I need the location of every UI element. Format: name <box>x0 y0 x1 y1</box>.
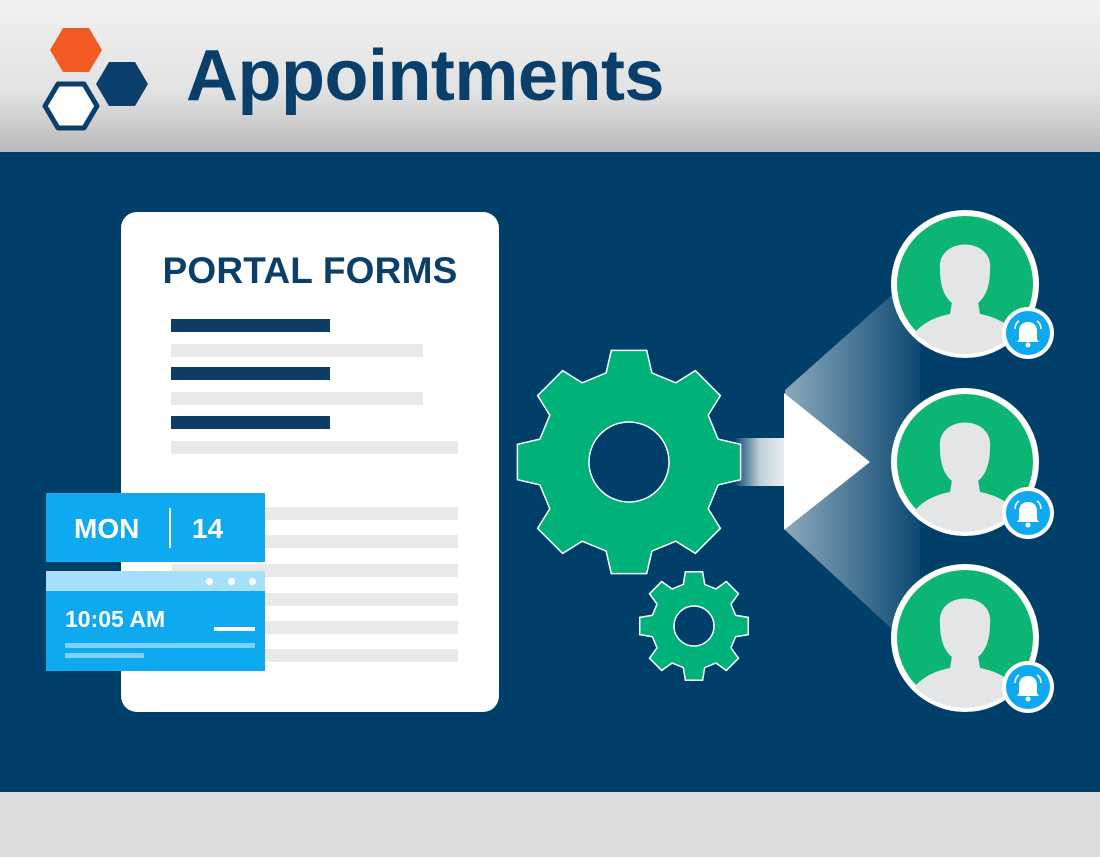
footer-band <box>0 792 1100 857</box>
bell-icon <box>1002 487 1054 539</box>
logo-hex-left <box>42 81 100 131</box>
logo-hex-top <box>50 28 102 72</box>
form-heading-line <box>171 319 330 332</box>
form-text-line <box>171 344 423 357</box>
header-bar: Appointments <box>0 0 1100 152</box>
window-dot <box>249 578 256 585</box>
time-card-dash <box>214 627 255 631</box>
appointment-time: 10:05 AM <box>65 606 166 632</box>
logo-hex-right <box>96 62 148 106</box>
date-day-label: MON <box>74 513 140 544</box>
form-heading-line <box>171 367 330 380</box>
form-text-line <box>171 441 458 454</box>
arrow-right-icon <box>784 393 870 530</box>
time-card-line <box>65 653 144 658</box>
form-text-line <box>171 392 423 405</box>
time-card-titlebar <box>46 571 265 591</box>
bell-icon <box>1002 661 1054 713</box>
form-title: PORTAL FORMS <box>162 250 458 291</box>
page-title: Appointments <box>186 36 664 116</box>
date-card: MON 14 <box>46 493 265 562</box>
date-divider <box>169 508 171 548</box>
recipient-avatar <box>891 210 1054 359</box>
date-number-label: 14 <box>192 513 224 544</box>
window-dot <box>228 578 235 585</box>
gear-hole <box>588 421 670 503</box>
recipient-avatar <box>891 564 1054 713</box>
window-dot <box>206 578 213 585</box>
hexagon-logo-icon <box>42 28 148 131</box>
gear-hole <box>673 605 715 647</box>
time-card-line <box>65 643 255 648</box>
process-beam <box>735 438 790 486</box>
time-card: 10:05 AM <box>46 571 265 671</box>
process-diagram <box>516 210 1054 713</box>
form-heading-line <box>171 416 330 429</box>
bell-icon <box>1002 307 1054 359</box>
